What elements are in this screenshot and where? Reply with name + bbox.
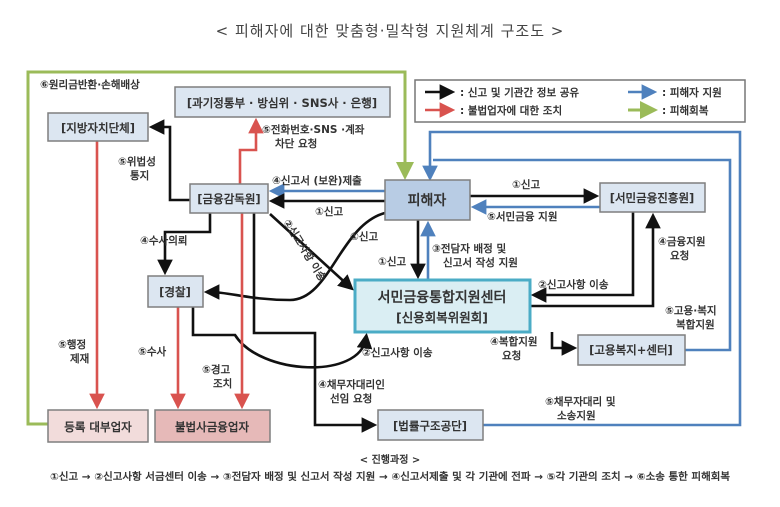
node-police: [경찰] xyxy=(147,275,204,308)
black-notice-local-line xyxy=(148,119,190,202)
label-admin-sanction-2: 제재 xyxy=(70,352,89,365)
node-fss-label: [금융감독원] xyxy=(197,192,260,206)
edge-labels: ⑤전화번호·SNS ·계좌 차단 요청 ⑤위법성 통지 ④신고서 (보완)제출 … xyxy=(58,123,717,422)
node-center-label: 서민금융통합지원센터 xyxy=(378,289,507,306)
black-agent-request-line xyxy=(252,213,378,433)
legend-blue: : 피해자 지원 xyxy=(662,86,722,99)
label-transfer-kinfa: ②신고사항 이송 xyxy=(538,278,609,291)
node-employment: [고용복지+센터] xyxy=(577,334,686,366)
black-transfer-kinfa-line xyxy=(530,212,635,303)
label-employment-support: ⑤고용·복지 xyxy=(665,304,717,317)
node-msit: [과기정통부 · 방심위 · SNS사 · 은행] xyxy=(174,86,391,118)
process-heading: < 진행과정 > xyxy=(360,453,421,466)
process-steps: ①신고 → ②신고사항 서금센터 이송 → ③전담자 배정 및 신고서 작성 지… xyxy=(50,470,730,483)
node-msit-label: [과기정통부 · 방심위 · SNS사 · 은행] xyxy=(187,96,377,110)
label-block-request-2: 차단 요청 xyxy=(275,137,317,150)
node-victim: 피해자 xyxy=(384,179,471,221)
label-finance-request: ④금융지원 xyxy=(658,235,706,248)
node-registered-lender-label: 등록 대부업자 xyxy=(64,420,132,434)
legend-black: : 신고 및 기관간 정보 공유 xyxy=(460,86,579,99)
node-local-gov-label: [지방자치단체] xyxy=(61,121,135,135)
black-transfer-diag-line xyxy=(269,213,354,291)
legend: : 신고 및 기관간 정보 공유 : 불법업자에 대한 조치 : 피해자 지원 … xyxy=(414,79,746,123)
red-block-request-line xyxy=(238,117,264,184)
legend-red: : 불법업자에 대한 조치 xyxy=(460,104,562,117)
label-report-submit: ④신고서 (보완)제출 xyxy=(272,174,362,187)
label-complex-request-2: 요청 xyxy=(502,349,521,362)
label-report-center: ①신고 xyxy=(378,255,407,268)
label-warning-2: 조치 xyxy=(213,377,232,390)
label-legal-support-2: 소송지원 xyxy=(557,409,596,422)
node-kinfa: [서민금융진흥원] xyxy=(599,182,706,213)
black-complex-request-line xyxy=(550,332,578,356)
label-admin-sanction: ⑤행정 xyxy=(58,338,86,351)
green-restitution-line xyxy=(26,70,414,426)
node-illegal-lender-label: 불법사금융업자 xyxy=(175,420,249,434)
label-transfer-police: ②신고사항 이송 xyxy=(362,346,433,359)
label-staff-assign-2: 신고서 작성 지원 xyxy=(443,256,518,269)
label-complex-request: ④복합지원 xyxy=(490,335,538,348)
node-fss: [금융감독원] xyxy=(189,183,269,214)
node-victim-label: 피해자 xyxy=(408,193,447,209)
label-employment-support-2: 복합지원 xyxy=(676,318,715,331)
node-local-gov: [지방자치단체] xyxy=(47,112,149,142)
black-investigation-line xyxy=(157,213,212,276)
label-investigation-request: ④수사의뢰 xyxy=(140,234,188,247)
label-legal-support: ⑤채무자대리 및 xyxy=(545,395,616,408)
black-finance-request-line xyxy=(530,212,661,308)
black-report-police-line xyxy=(203,211,386,302)
node-center: 서민금융통합지원센터 [신용회복위원회] xyxy=(353,278,532,334)
label-warning: ⑤경고 xyxy=(202,363,231,376)
label-agent-request: ④채무자대리인 xyxy=(318,378,385,391)
label-finance-request-2: 요청 xyxy=(670,249,689,262)
label-illegality-notice-2: 통지 xyxy=(130,169,149,182)
label-staff-assign: ③전담자 배정 및 xyxy=(432,242,507,255)
label-report-kinfa: ①신고 xyxy=(512,178,541,191)
node-police-label: [경찰] xyxy=(159,285,191,299)
label-restitution: ⑥원리금반환·손해배상 xyxy=(40,78,140,91)
label-agent-request-2: 선임 요청 xyxy=(330,392,372,405)
legend-green: : 피해회복 xyxy=(662,104,709,117)
blue-employment-support-line xyxy=(433,158,732,352)
label-kinfa-support: ⑤서민금융 지원 xyxy=(487,210,558,223)
node-legal-aid: [법률구조공단] xyxy=(377,409,484,441)
node-employment-label: [고용복지+센터] xyxy=(589,343,673,357)
node-legal-aid-label: [법률구조공단] xyxy=(393,419,467,433)
node-kinfa-label: [서민금융진흥원] xyxy=(610,191,695,205)
label-block-request: ⑤전화번호·SNS ·계좌 xyxy=(262,123,365,136)
label-report-fss: ①신고 xyxy=(315,205,344,218)
label-report-police: ①신고 xyxy=(350,230,379,243)
label-investigation: ⑤수사 xyxy=(138,345,167,358)
diagram-title: < 피해자에 대한 맞춤형·밀착형 지원체계 구조도 > xyxy=(216,22,565,40)
label-transfer-diag: ②신고사항 이송 xyxy=(280,217,329,284)
black-transfer-police-line xyxy=(191,307,373,369)
node-illegal-lender: 불법사금융업자 xyxy=(154,409,271,443)
label-illegality-notice: ⑤위법성 xyxy=(118,155,156,168)
node-center-sublabel: [신용회복위원회] xyxy=(396,310,488,325)
blue-legal-support-line xyxy=(422,130,742,427)
node-registered-lender: 등록 대부업자 xyxy=(47,409,149,443)
